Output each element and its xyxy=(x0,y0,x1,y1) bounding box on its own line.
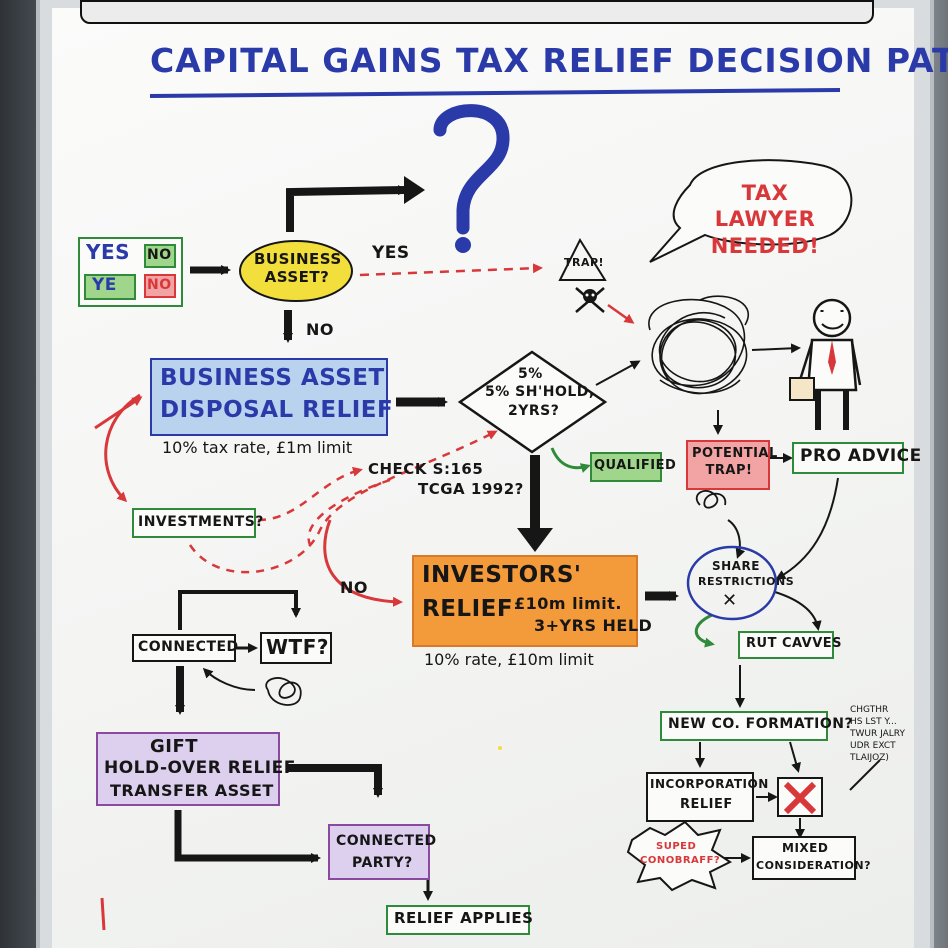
ir-line-1: INVESTORS' xyxy=(422,562,582,588)
gift-box xyxy=(96,732,280,806)
reject-x-icon xyxy=(783,781,817,815)
starburst-shape xyxy=(626,820,732,892)
share-line-2: RESTRICTIONS xyxy=(698,575,795,588)
gift-line-1: GIFT xyxy=(150,736,199,757)
arrow-pro-to-share xyxy=(775,477,839,580)
legend-no-1-label: NO xyxy=(147,247,172,263)
new-co-box xyxy=(660,711,828,741)
legend-no-1 xyxy=(144,244,176,268)
potential-trap-box xyxy=(686,440,770,490)
advisor-figure-icon xyxy=(789,298,862,430)
new-co-label: NEW CO. FORMATION? xyxy=(668,716,854,732)
scribble-note-line-4: UDR EXCT xyxy=(850,741,896,751)
badr-box xyxy=(150,358,388,436)
check-line-2: TCGA 1992? xyxy=(418,480,524,498)
share-x-icon: ✕ xyxy=(722,590,738,611)
legend-yes-1: YES xyxy=(86,240,131,264)
arrow-connected-loop xyxy=(178,590,301,630)
relief-applies-box xyxy=(386,905,530,935)
pro-advice-label: PRO ADVICE xyxy=(800,446,922,466)
investments-label: INVESTMENTS? xyxy=(138,514,264,530)
question-mark-icon xyxy=(433,104,510,253)
tangled-scribble-icon xyxy=(648,295,749,395)
ir-line-2: RELIEF xyxy=(422,596,514,622)
warning-triangle-icon xyxy=(558,237,607,281)
legend-yes-2 xyxy=(84,274,136,300)
speech-bubble xyxy=(649,159,853,263)
ir-note: 10% rate, £10m limit xyxy=(424,650,594,669)
incorporation-line-2: RELIEF xyxy=(680,797,733,812)
arrow-business-asset-to-question xyxy=(286,185,408,232)
title-underline xyxy=(149,88,841,98)
arrow-investments-to-check xyxy=(257,466,363,522)
share-line-1: SHARE xyxy=(712,559,760,573)
mixed-line-1: MIXED xyxy=(782,841,829,855)
potential-trap-label: POTENTIAL TRAP! xyxy=(692,446,778,478)
arrow-share-to-rut xyxy=(694,613,715,648)
legend-no-2 xyxy=(144,274,176,298)
arrow-yes-to-trap xyxy=(359,263,543,277)
rut-label: RUT CAVVES xyxy=(746,636,843,651)
ir-sub-1: £10m limit. xyxy=(514,594,622,613)
mixed-consideration-box xyxy=(752,836,856,880)
incorporation-box xyxy=(646,772,754,822)
rut-box xyxy=(738,631,834,659)
business-asset-ellipse xyxy=(239,240,353,302)
connected-label: CONNECTED xyxy=(138,639,239,655)
investors-relief-box xyxy=(412,555,638,647)
arrow-scribble-to-man xyxy=(751,343,801,354)
diamond-line-3: 2YRS? xyxy=(508,403,560,419)
incorporation-line-1: INCORPORATION xyxy=(650,777,769,791)
arrow-diamond-to-qualified xyxy=(550,447,591,473)
super-line-2: CONOBRAFF? xyxy=(640,855,721,866)
arrow-no-to-investors xyxy=(323,519,403,607)
scribble-small-mid xyxy=(695,490,727,509)
connected-box xyxy=(132,634,236,662)
wtf-box xyxy=(260,632,332,664)
gift-line-2: HOLD-OVER RELIEF xyxy=(104,758,296,778)
scribble-note-line-2: HS LST Y... xyxy=(850,717,897,727)
share-restrictions-circle xyxy=(686,545,778,621)
connected-party-line-2: PARTY? xyxy=(352,855,413,871)
check-line-1: CHECK S:165 xyxy=(368,460,484,478)
super-line-1: SUPED xyxy=(656,841,697,852)
badr-line-2: DISPOSAL RELIEF xyxy=(160,397,394,423)
qualified-label: QUALIFIED xyxy=(594,458,677,473)
ir-sub-2: 3+YRS HELD xyxy=(534,616,653,635)
qualified-box xyxy=(590,452,662,482)
arrow-diamond-to-scribble xyxy=(595,360,641,386)
decision-diamond xyxy=(457,350,608,454)
relief-applies-label: RELIEF APPLIES xyxy=(394,909,534,927)
page-title: CAPITAL GAINS TAX RELIEF DECISION PATH xyxy=(150,41,948,80)
mixed-line-2: CONSIDERATION? xyxy=(756,859,871,872)
connected-party-box xyxy=(328,824,430,880)
business-asset-label: BUSINESS ASSET? xyxy=(254,250,342,286)
arrow-skull-to-scribble xyxy=(607,303,635,324)
connected-party-line-1: CONNECTED xyxy=(336,833,437,849)
scribble-small-left xyxy=(265,677,302,706)
tax-lawyer-text: TAX LAWYER NEEDED! xyxy=(710,181,820,258)
diamond-line-1: 5% xyxy=(518,366,543,382)
scribble-note-line-5: TLAIJOZ) xyxy=(850,753,889,763)
trap-sign-text: TRAP! xyxy=(564,256,605,269)
arrow-dashed-to-diamond xyxy=(188,430,498,574)
badr-note: 10% tax rate, £1m limit xyxy=(162,438,353,457)
wtf-label: WTF? xyxy=(266,635,329,659)
scribble-note-line-3: TWUR JALRY xyxy=(850,729,905,739)
paper-clamp xyxy=(80,0,874,24)
badr-line-1: BUSINESS ASSET xyxy=(160,365,385,391)
gift-line-3: TRANSFER ASSET xyxy=(110,781,274,800)
pro-advice-box xyxy=(792,442,904,474)
skull-crossbones-icon xyxy=(575,287,605,313)
arrow-gift-to-party xyxy=(288,764,383,798)
no-label-2: NO xyxy=(340,578,368,597)
legend-no-2-label: NO xyxy=(147,277,172,293)
legend-yes-2-label: YE xyxy=(92,275,117,295)
yes-label: YES xyxy=(372,243,410,263)
no-label-1: NO xyxy=(306,320,334,339)
diamond-line-2: 5% SH'HOLD, xyxy=(485,384,595,400)
investments-box xyxy=(132,508,256,538)
scribble-note-line-1: CHGTHR xyxy=(850,705,889,715)
